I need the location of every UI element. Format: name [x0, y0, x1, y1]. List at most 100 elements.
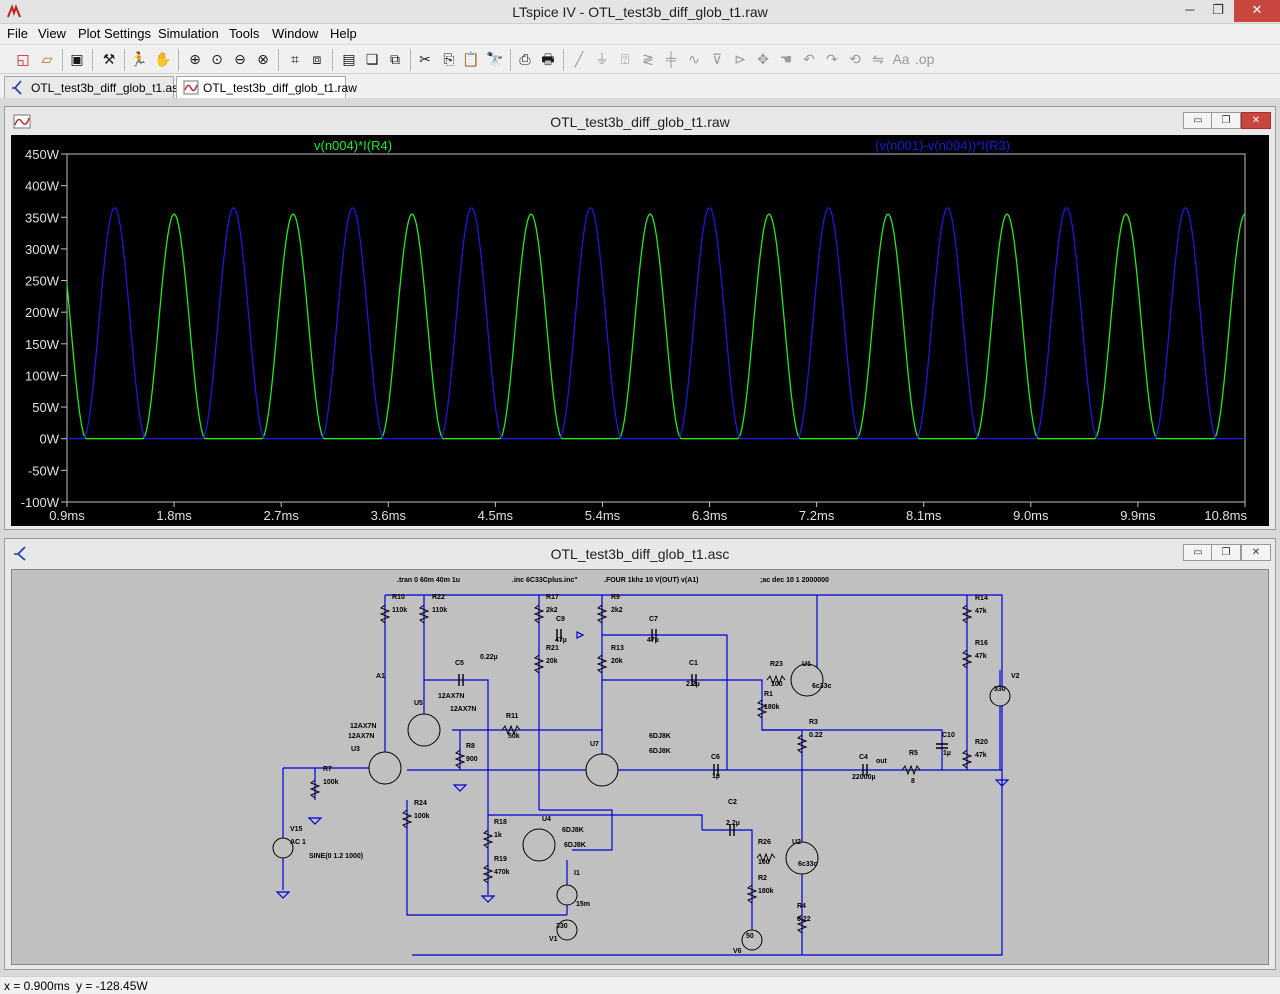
wire-icon[interactable]: ╱ — [574, 51, 584, 67]
schematic-capacitors — [458, 629, 948, 836]
menu-file[interactable]: File — [7, 26, 28, 41]
resistor-icon[interactable]: ≷ — [642, 51, 654, 67]
y-tick-label: 150W — [25, 337, 60, 352]
mirror-icon[interactable]: ⇋ — [872, 51, 884, 67]
schematic-drawing[interactable]: .tran 0 60m 40m 1u .inc 6C33Cplus.inc" .FO… — [12, 570, 1268, 964]
text-icon[interactable]: Aa — [892, 51, 910, 67]
diode-icon[interactable]: ⊽ — [711, 51, 723, 67]
voltage-source-v6-icon — [741, 929, 763, 951]
menu-help[interactable]: Help — [330, 26, 357, 41]
component-label: 330 — [994, 686, 1006, 693]
component-label: 47µ — [647, 637, 659, 644]
component-label: R23 — [770, 661, 783, 668]
move-icon[interactable]: ✥ — [757, 51, 769, 67]
component-label: 0.22 — [797, 916, 811, 923]
schematic-resistors — [309, 604, 973, 934]
ground-symbols — [275, 631, 1010, 903]
cascade-icon[interactable]: ❏ — [365, 51, 379, 67]
component-label: R9 — [611, 594, 620, 601]
component-label: 20k — [611, 658, 623, 665]
toolbar: ◱ ▱ ▣ ⚒ 🏃 ✋ ⊕ ⊙ ⊖ ⊗ ⌗ ⧈ ▤ ❏ ⧉ ✂ ⎘ 📋 🔭 ⎙ … — [0, 44, 1280, 74]
pan-icon[interactable]: ⊙ — [211, 51, 223, 67]
capacitor-icon[interactable]: ╪ — [666, 51, 676, 67]
menu-window[interactable]: Window — [272, 26, 319, 41]
waveform-plot[interactable]: -100W-50W0W50W100W150W200W250W300W350W40… — [11, 135, 1269, 526]
control-panel-icon[interactable]: ⚒ — [102, 51, 116, 67]
menu-bar: File View Plot Settings Simulation Tools… — [0, 24, 1280, 44]
component-label: 0.22 — [809, 732, 823, 739]
menu-tools[interactable]: Tools — [229, 26, 260, 41]
paste-icon[interactable]: 📋 — [462, 51, 480, 67]
component-label: 6DJ8K — [562, 827, 584, 834]
ground-icon — [307, 817, 323, 825]
ground-icon — [452, 784, 468, 792]
y-tick-label: 300W — [25, 242, 60, 257]
component-label: C1 — [689, 660, 698, 667]
open-folder-icon[interactable]: ▱ — [41, 51, 53, 67]
maximize-button[interactable]: ❐ — [1212, 2, 1224, 17]
schematic-maximize-button[interactable]: ❐ — [1211, 544, 1241, 561]
label-net-icon[interactable]: ⍰ — [620, 51, 630, 67]
copy-icon[interactable]: ⎘ — [443, 51, 455, 67]
menu-plot-settings[interactable]: Plot Settings — [78, 26, 151, 41]
menu-simulation[interactable]: Simulation — [158, 26, 219, 41]
rotate-icon[interactable]: ⟲ — [849, 51, 861, 67]
tile-horizontal-icon[interactable]: ▤ — [342, 51, 356, 67]
tab-waveform[interactable]: OTL_test3b_diff_glob_t1.raw — [176, 76, 357, 98]
run-icon[interactable]: 🏃 — [130, 51, 148, 67]
component-label: R3 — [809, 719, 818, 726]
print-icon[interactable]: 🖶 — [541, 51, 555, 67]
tube-u5-icon — [407, 713, 441, 747]
inductor-icon[interactable]: ∿ — [688, 51, 700, 67]
close-button[interactable]: ✕ — [1234, 0, 1280, 22]
tab-schematic[interactable]: OTL_test3b_diff_glob_t1.asc — [4, 76, 184, 98]
save-icon[interactable]: ▣ — [70, 51, 84, 67]
component-label: AC 1 — [290, 839, 306, 846]
waveform-minimize-button[interactable]: ▭ — [1183, 112, 1213, 129]
component-label: R11 — [506, 713, 519, 720]
window-titlebar: LTspice IV - OTL_test3b_diff_glob_t1.raw… — [0, 0, 1280, 24]
undo-icon[interactable]: ↶ — [803, 51, 815, 67]
cut-icon[interactable]: ✂ — [419, 51, 431, 67]
zoom-in-icon[interactable]: ⊕ — [189, 51, 201, 67]
component-icon[interactable]: ⊳ — [734, 51, 746, 67]
new-schematic-icon[interactable]: ◱ — [16, 51, 30, 67]
spice-directive-icon[interactable]: .op — [915, 51, 935, 67]
waveform-maximize-button[interactable]: ❐ — [1211, 112, 1241, 129]
component-label: R13 — [611, 645, 624, 652]
zoom-cancel-icon[interactable]: ⊗ — [257, 51, 269, 67]
spice-directive[interactable]: .FOUR 1khz 10 V(OUT) v(A1) — [604, 577, 699, 584]
component-label: R18 — [494, 819, 507, 826]
find-icon[interactable]: 🔭 — [486, 51, 504, 67]
spice-directive[interactable]: .inc 6C33Cplus.inc" — [512, 577, 578, 584]
component-label: C9 — [556, 616, 565, 623]
close-all-icon[interactable]: ⧉ — [390, 51, 400, 67]
halt-icon[interactable]: ✋ — [154, 51, 172, 67]
component-label: U7 — [590, 741, 599, 748]
component-labels: R10110kR22110kR172k2R92k2C947µC747µR2120… — [290, 594, 1020, 955]
ground-icon[interactable]: ⏚ — [595, 51, 609, 67]
component-label: R21 — [546, 645, 559, 652]
component-label: C4 — [859, 754, 868, 761]
x-tick-label: 5.4ms — [585, 508, 621, 523]
menu-view[interactable]: View — [38, 26, 66, 41]
legend-series-1: v(n004)*I(R4) — [314, 138, 392, 153]
spice-directive[interactable]: ;ac dec 10 1 2000000 — [760, 577, 829, 584]
spice-directive[interactable]: .tran 0 60m 40m 1u — [397, 577, 460, 584]
ground-icon — [275, 891, 291, 899]
zoom-extents-icon[interactable]: ⧈ — [312, 51, 322, 67]
schematic-minimize-button[interactable]: ▭ — [1183, 544, 1213, 561]
autorange-icon[interactable]: ⌗ — [291, 51, 299, 67]
x-tick-label: 6.3ms — [692, 508, 728, 523]
schematic-close-button[interactable]: ✕ — [1241, 544, 1271, 561]
schematic-canvas[interactable]: .tran 0 60m 40m 1u .inc 6C33Cplus.inc" .FO… — [11, 569, 1269, 965]
redo-icon[interactable]: ↷ — [826, 51, 838, 67]
drag-icon[interactable]: ☚ — [779, 51, 793, 67]
component-label: 100 — [758, 859, 770, 866]
zoom-out-icon[interactable]: ⊖ — [234, 51, 246, 67]
waveform-close-button[interactable]: ✕ — [1241, 112, 1271, 129]
tube-u3-icon — [368, 751, 402, 785]
print-setup-icon[interactable]: ⎙ — [519, 51, 531, 67]
minimize-button[interactable]: ─ — [1185, 2, 1195, 17]
